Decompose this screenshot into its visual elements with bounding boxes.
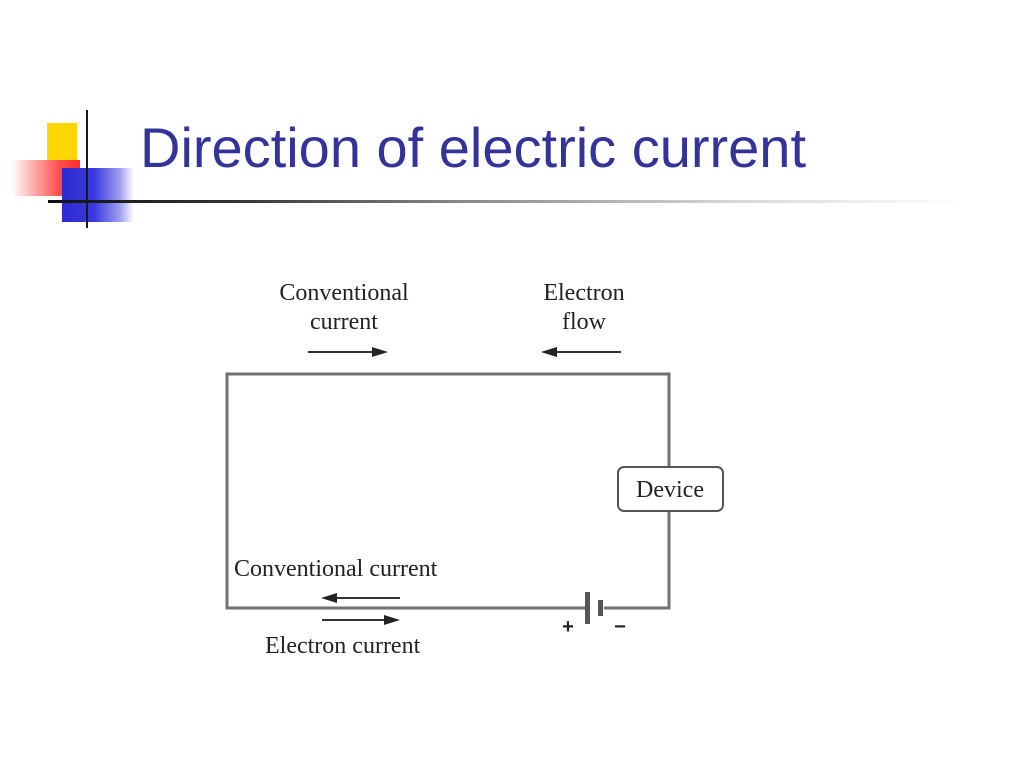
battery-short-plate	[598, 600, 603, 616]
conventional-current-label-line1: Conventional	[279, 280, 409, 306]
device: Device	[617, 466, 724, 512]
electron-flow-label-line1: Electron	[543, 280, 624, 306]
device-label: Device	[636, 477, 704, 503]
arrow-right-icon	[308, 347, 388, 357]
arrow-left-icon	[321, 593, 400, 603]
decorative-vertical-line	[86, 110, 88, 228]
circuit-wire	[225, 372, 671, 610]
battery: + −	[562, 592, 626, 638]
title-underline	[48, 200, 968, 203]
decorative-blue-square	[62, 168, 134, 222]
bottom-conventional-current-label: Conventional current	[234, 556, 438, 582]
arrow-left-icon	[541, 347, 621, 357]
conventional-current-label-line2: current	[310, 309, 378, 335]
battery-long-plate	[585, 592, 590, 624]
electron-flow-label-line2: flow	[562, 309, 607, 335]
arrow-right-icon	[322, 615, 400, 625]
device-box	[617, 466, 724, 512]
slide-title: Direction of electric current	[140, 116, 807, 179]
bottom-electron-current-label: Electron current	[265, 633, 421, 659]
battery-minus-sign: −	[614, 616, 626, 638]
decorative-yellow-square	[47, 123, 77, 164]
battery-plus-sign: +	[562, 616, 574, 638]
